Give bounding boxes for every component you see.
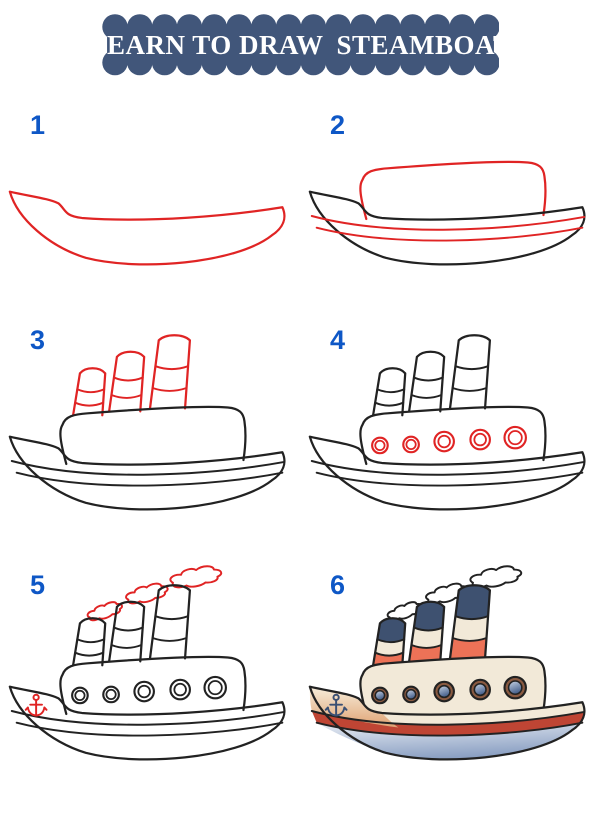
banner-scallop-shape [101, 14, 499, 76]
smokestacks [71, 334, 192, 417]
anchor-icon [24, 693, 48, 717]
cabin [59, 655, 247, 716]
step-cell-4: 4 [300, 305, 600, 550]
hull-stripes [310, 460, 586, 487]
step-cell-3: 3 [0, 305, 300, 550]
cabin [359, 405, 547, 466]
smoke-clouds [86, 565, 223, 622]
smokestacks [371, 584, 492, 674]
step-number: 2 [330, 110, 346, 140]
step-cell-5: 5 [0, 550, 300, 800]
steamboat-drawing [8, 334, 286, 511]
banner-title-subject: STEAMBOAT [336, 29, 512, 60]
steps-grid: 1 2 3 4 5 6 [0, 90, 600, 800]
hull [308, 190, 586, 266]
hull-stripes [10, 710, 286, 737]
steamboat-drawing [8, 190, 286, 266]
step-number: 5 [30, 570, 46, 600]
steamboat-drawing [308, 160, 586, 266]
step-number: 4 [330, 325, 346, 355]
banner-title-prefix: LEARN TO DRAW [88, 29, 324, 60]
step-number: 3 [30, 325, 46, 355]
smoke-clouds [386, 565, 523, 622]
step-cell-6: 6 [300, 550, 600, 800]
hull [8, 190, 286, 266]
cabin [59, 405, 247, 466]
banner-title: LEARN TO DRAW STEAMBOAT [88, 15, 511, 75]
cabin [359, 160, 547, 221]
anchor-icon [324, 693, 348, 717]
step-number: 1 [30, 110, 46, 140]
step-cell-2: 2 [300, 90, 600, 305]
hull-stripes [310, 710, 586, 737]
steamboat-drawing [8, 565, 286, 761]
hull [8, 685, 286, 761]
smokestacks [371, 334, 492, 417]
step-number: 6 [330, 570, 346, 600]
steamboat-drawing [308, 334, 586, 511]
title-banner: LEARN TO DRAW STEAMBOAT [88, 14, 511, 76]
hull-stripes [10, 460, 286, 487]
hull [308, 435, 586, 511]
smokestacks [71, 584, 192, 667]
steamboat-drawing [308, 565, 586, 761]
portholes [71, 675, 227, 705]
hull [308, 685, 586, 761]
hull [8, 435, 286, 511]
portholes [371, 425, 527, 455]
portholes [371, 675, 527, 705]
step-cell-1: 1 [0, 90, 300, 305]
hull-stripes [310, 215, 586, 242]
